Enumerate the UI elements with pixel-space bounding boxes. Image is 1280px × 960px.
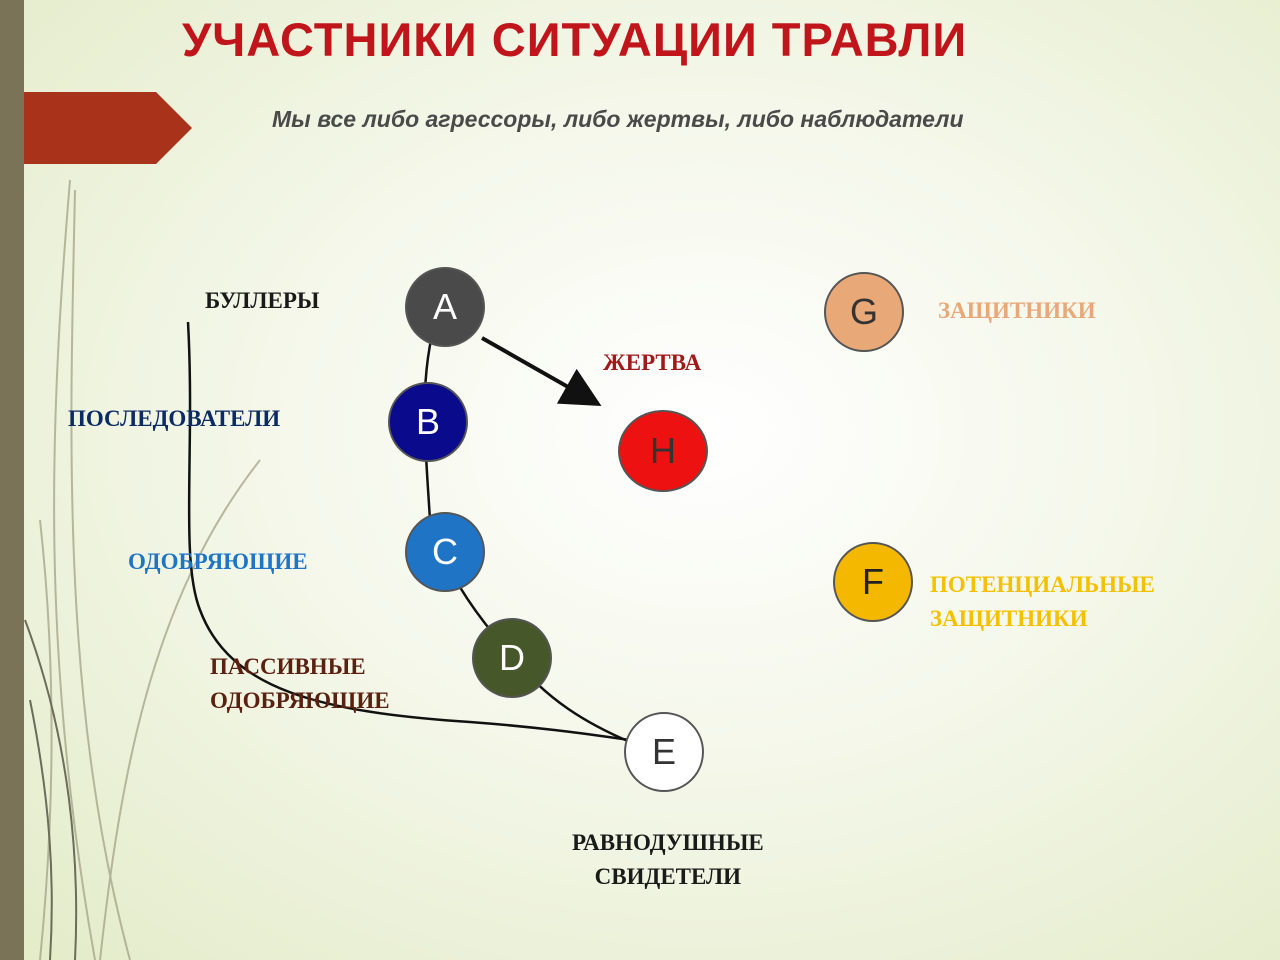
- node-g: G: [824, 272, 904, 352]
- arrow-a-to-h: [481, 336, 602, 406]
- page-title: УЧАСТНИКИ СИТУАЦИИ ТРАВЛИ: [182, 13, 968, 66]
- label-passive-approvers: ПАССИВНЫЕ ОДОБРЯЮЩИЕ: [210, 650, 390, 718]
- node-h: H: [618, 410, 708, 492]
- side-bar: [0, 0, 24, 960]
- label-potential-line2: ЗАЩИТНИКИ: [930, 606, 1088, 631]
- label-potential-line1: ПОТЕНЦИАЛЬНЫЕ: [930, 572, 1155, 597]
- node-e: E: [624, 712, 704, 792]
- label-defenders: ЗАЩИТНИКИ: [938, 298, 1096, 323]
- node-b-letter: B: [415, 401, 440, 442]
- node-h-letter: H: [650, 430, 676, 471]
- node-e-letter: E: [651, 731, 676, 772]
- node-f: F: [833, 542, 913, 622]
- node-d: D: [472, 618, 552, 698]
- label-victim: ЖЕРТВА: [603, 350, 702, 375]
- node-d-letter: D: [499, 637, 525, 678]
- label-followers: ПОСЛЕДОВАТЕЛИ: [68, 406, 281, 431]
- node-c-letter: C: [432, 531, 458, 572]
- label-approvers: ОДОБРЯЮЩИЕ: [128, 549, 308, 574]
- node-g-letter: G: [849, 291, 878, 332]
- node-c: C: [405, 512, 485, 592]
- label-potential-defenders: ПОТЕНЦИАЛЬНЫЕ ЗАЩИТНИКИ: [930, 568, 1155, 636]
- label-indifferent-line2: СВИДЕТЕЛИ: [594, 864, 742, 889]
- page-subtitle: Мы все либо агрессоры, либо жертвы, либо…: [272, 106, 964, 132]
- label-indifferent-line1: РАВНОДУШНЫЕ: [572, 830, 764, 855]
- decorative-grass: [39, 179, 261, 960]
- node-a-letter: A: [432, 286, 457, 327]
- label-passive-line2: ОДОБРЯЮЩИЕ: [210, 688, 390, 713]
- node-b: B: [388, 382, 468, 462]
- node-f-letter: F: [862, 561, 884, 602]
- accent-arrow-tab: [24, 92, 192, 164]
- node-a: A: [405, 267, 485, 347]
- decorative-grass-dark: [24, 619, 78, 960]
- label-bullies: БУЛЛЕРЫ: [205, 288, 320, 313]
- label-passive-line1: ПАССИВНЫЕ: [210, 654, 366, 679]
- label-indifferent-witnesses: РАВНОДУШНЫЕ СВИДЕТЕЛИ: [572, 826, 764, 894]
- bracket-curve: [186, 321, 631, 742]
